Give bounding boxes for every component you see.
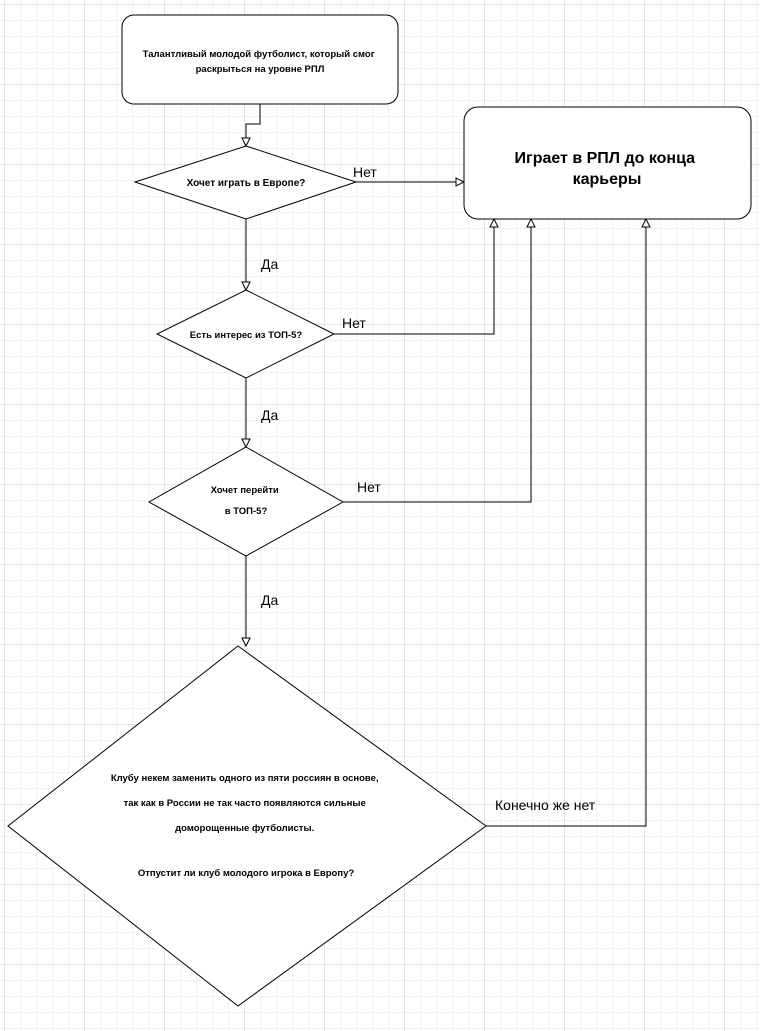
decision-q1: Хочет играть в Европе?	[133, 145, 358, 220]
q4-line-1: Клубу некем заменить одного из пяти росс…	[111, 773, 379, 784]
q4-line-4: Отпустит ли клуб молодого игрока в Европ…	[138, 868, 355, 879]
label-q2-yes: Да	[261, 407, 278, 423]
arrowhead	[241, 137, 251, 148]
end-node-text: Играет в РПЛ до конца карьеры	[515, 150, 700, 188]
q3-line-1: Хочет перейти	[211, 485, 279, 496]
q3-line-2: в ТОП-5?	[225, 506, 268, 517]
q4-line-2: так как в России не так часто появляются…	[124, 798, 366, 809]
arrowhead	[489, 217, 499, 228]
start-node-text: Талантливый молодой футболист, который с…	[143, 49, 378, 75]
start-line-2: раскрыться на уровне РПЛ	[196, 64, 325, 75]
arrowhead	[241, 281, 251, 292]
edge-start-to-q1	[245, 104, 261, 138]
edge-q2-no-to-end	[334, 227, 495, 335]
arrowhead	[241, 438, 251, 449]
q1-text: Хочет играть в Европе?	[187, 178, 306, 189]
end-node: Играет в РПЛ до конца карьеры	[463, 106, 752, 220]
edge-q3-no-to-end	[343, 227, 532, 503]
edge-q4-no-to-end	[486, 227, 647, 827]
arrowhead	[241, 637, 251, 648]
q4-text: Клубу некем заменить одного из пяти росс…	[111, 773, 381, 879]
arrowhead	[526, 217, 536, 228]
q3-text: Хочет перейти в ТОП-5?	[211, 485, 282, 517]
q2-line-1: Есть интерес из ТОП-5?	[190, 330, 303, 341]
decision-q4: Клубу некем заменить одного из пяти росс…	[7, 645, 487, 1007]
start-line-1: Талантливый молодой футболист, который с…	[143, 49, 375, 60]
label-q1-yes: Да	[261, 256, 278, 272]
start-node: Талантливый молодой футболист, который с…	[121, 14, 399, 105]
end-line-2: карьеры	[573, 171, 642, 188]
q2-text: Есть интерес из ТОП-5?	[190, 330, 303, 341]
edge-labels: Нет Да Нет Да Нет Да Конечно же нет	[261, 164, 596, 813]
label-q4-no: Конечно же нет	[495, 797, 596, 813]
label-q2-no: Нет	[342, 315, 366, 331]
arrowhead	[641, 217, 651, 228]
decision-q2: Есть интерес из ТОП-5?	[155, 289, 336, 379]
q4-line-3: доморощенные футболисты.	[175, 823, 314, 834]
decision-q3: Хочет перейти в ТОП-5?	[147, 446, 345, 557]
end-line-1: Играет в РПЛ до конца	[515, 150, 696, 167]
label-q3-yes: Да	[261, 592, 278, 608]
edges	[241, 104, 651, 827]
q1-line-1: Хочет играть в Европе?	[187, 178, 306, 189]
arrowhead	[455, 177, 466, 187]
label-q3-no: Нет	[357, 479, 381, 495]
label-q1-no: Нет	[353, 164, 377, 180]
